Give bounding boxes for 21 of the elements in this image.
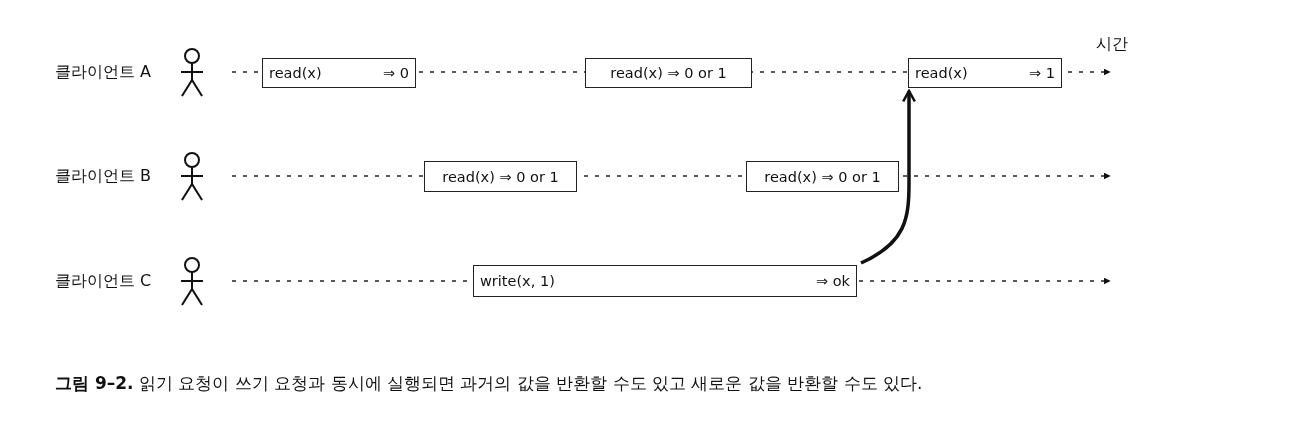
operation-text: write(x, 1) xyxy=(480,273,555,289)
operation-text: read(x) ⇒ 0 or 1 xyxy=(610,65,727,81)
operation-text: read(x) ⇒ 0 or 1 xyxy=(442,168,559,185)
axis-label: 시간 xyxy=(1096,34,1128,55)
client-label: 클라이언트 C xyxy=(55,271,152,292)
operation-box xyxy=(585,58,752,88)
result-text: ⇒ ok xyxy=(815,273,850,289)
operation-box xyxy=(746,161,899,192)
client-label: 클라이언트 A xyxy=(55,62,152,83)
result-text: ⇒ 0 xyxy=(383,65,409,81)
operation-text: read(x) xyxy=(915,65,968,81)
operation-box xyxy=(908,58,1062,88)
result-text: ⇒ 1 xyxy=(1029,65,1055,81)
client-label: 클라이언트 B xyxy=(55,166,152,187)
operation-text: read(x) ⇒ 0 or 1 xyxy=(764,168,881,185)
figure-caption: 그림 9–2. 읽기 요청이 쓰기 요청과 동시에 실행되면 과거의 값을 반환할 수도 있고 새로운 값을 반환할 수도 있다. xyxy=(55,372,923,395)
arrow xyxy=(860,89,917,265)
operation-box xyxy=(262,58,416,88)
operation-box xyxy=(473,265,857,297)
operation-text: read(x) xyxy=(269,65,322,81)
operation-box xyxy=(424,161,577,192)
